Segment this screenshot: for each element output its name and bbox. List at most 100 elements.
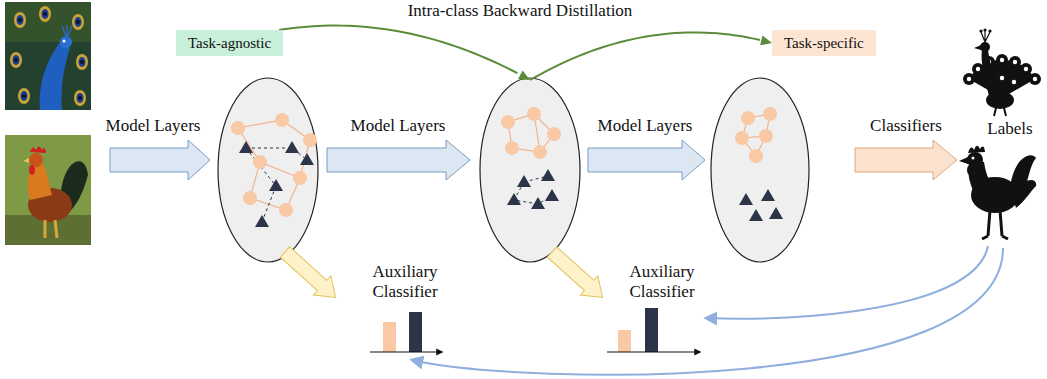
auxiliary-arrow [543, 242, 611, 307]
feature-scatter [285, 141, 299, 153]
rooster-comb [968, 146, 985, 153]
eye-spot [79, 57, 86, 67]
rooster-wattle [967, 165, 973, 175]
feature-space [218, 78, 318, 262]
rooster-neck [28, 160, 52, 200]
peacock-eye [63, 40, 66, 43]
peacock-silhouette [996, 54, 1008, 66]
rooster-beak [23, 158, 29, 163]
stage-label: Model Layers [351, 116, 446, 135]
rooster-head [29, 153, 43, 167]
peacock-silhouette [988, 29, 991, 32]
supervision-arrow [706, 246, 988, 319]
eye-spot [72, 14, 84, 30]
eye-spot [10, 52, 22, 68]
eye-spot [22, 94, 26, 98]
eye-spot [14, 12, 26, 28]
feature-scatter [243, 191, 257, 205]
peacock-beak [974, 45, 981, 50]
supervision-arrow [412, 248, 1003, 375]
stage-label: Classifiers [870, 116, 942, 135]
eye-spot [76, 20, 80, 24]
feature-scatter [527, 107, 541, 121]
peacock-neck [40, 40, 70, 110]
box-text: Task-agnostic [188, 34, 271, 52]
peacock-body [986, 91, 1014, 109]
peacock-silhouette [1029, 73, 1041, 85]
layer-arrow [588, 140, 705, 180]
peacock-silhouette [1000, 58, 1004, 62]
feature-scatter [231, 113, 317, 227]
label-holder: Classifiers [826, 116, 986, 136]
diagram-title: Intra-class Backward Distillation [408, 1, 633, 21]
layer-arrow [110, 140, 210, 180]
auxiliary-arrow [276, 242, 344, 307]
eye-spot [78, 96, 82, 100]
prediction-chart [370, 312, 442, 352]
peacock-legs [994, 108, 1006, 116]
feature-scatter [517, 175, 531, 187]
eye-spot [76, 54, 88, 70]
class-link [246, 148, 307, 222]
label-holder: Model Layers [565, 116, 725, 136]
feature-scatter [739, 193, 753, 205]
feature-scatter [303, 133, 317, 147]
peacock-silhouette [963, 73, 975, 85]
feature-scatter [269, 179, 283, 191]
peacock-photo [5, 2, 91, 110]
peacock-photo [5, 2, 91, 110]
rooster-legs [45, 220, 57, 238]
label-holder: Model Layers [318, 116, 478, 136]
rooster-beak [959, 157, 968, 164]
feature-scatter [239, 141, 253, 153]
feature-scatter [761, 189, 775, 201]
rooster-silhouette [959, 146, 1036, 239]
feature-scatter [507, 193, 521, 205]
peacock-crest [62, 25, 72, 36]
feature-scatter [531, 197, 545, 209]
rooster-eye [972, 157, 975, 160]
rooster-wattle [29, 165, 35, 175]
feature-scatter [231, 121, 245, 135]
connector-line [530, 32, 760, 80]
box-text: Task-specific [784, 34, 864, 52]
peacock-silhouette [1020, 63, 1032, 75]
peacock-silhouette [1009, 56, 1021, 68]
task-agnostic-box: Task-agnostic [176, 30, 283, 56]
feature-scatter [255, 215, 269, 227]
feature-space [711, 78, 809, 262]
feature-scatter [505, 141, 519, 155]
peacock-silhouette [1013, 60, 1017, 64]
peacock-silhouette [979, 29, 982, 32]
connector-line [279, 26, 517, 74]
title-holder: Intra-class Backward Distillation [0, 1, 1040, 21]
class-link [238, 120, 310, 210]
arrow-head [760, 36, 772, 46]
label-holder: Model Layers [73, 116, 233, 136]
feature-space [480, 78, 580, 262]
auxiliary-label: Auxiliary Classifier [629, 262, 694, 301]
eye-spot [17, 15, 24, 25]
feature-scatter [749, 149, 763, 163]
feature-scatter [735, 107, 783, 221]
eye-spot [13, 55, 20, 65]
prediction-chart [607, 308, 700, 352]
peacock-silhouette [967, 77, 971, 81]
stage-label: Model Layers [598, 116, 693, 135]
peacock-crest [981, 31, 990, 42]
feature-scatter [545, 189, 559, 201]
class-bar [618, 330, 631, 352]
eye-spot [43, 12, 47, 16]
class-bar [409, 312, 422, 352]
rooster-comb [30, 147, 46, 154]
distillation-connector [279, 26, 772, 80]
feature-scatter [501, 115, 515, 129]
auxiliary-label: Auxiliary Classifier [372, 262, 437, 301]
eye-spot [74, 90, 86, 106]
class-bar [645, 308, 658, 352]
feature-scatter [275, 113, 289, 127]
rooster-photo [5, 135, 91, 245]
eye-spot [14, 58, 18, 62]
